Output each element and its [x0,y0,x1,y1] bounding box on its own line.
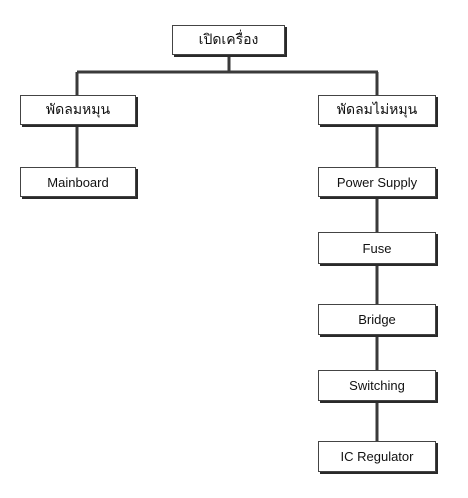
node-switching: Switching [318,370,436,401]
node-mainboard-label: Mainboard [47,174,109,190]
node-bridge-label: Bridge [358,312,396,327]
node-power-supply-label: Power Supply [336,174,418,190]
node-fan-not-spinning: พัดลมไม่หมุน [318,95,436,125]
node-ic-regulator: IC Regulator [318,441,436,472]
node-ic-regulator-label: IC Regulator [340,449,414,464]
node-mainboard: Mainboard [20,167,136,197]
node-fan-spinning-label: พัดลมหมุน [45,102,111,118]
node-power-on-label: เปิดเครื่อง [198,32,259,48]
node-switching-label: Switching [349,378,405,393]
node-fan-spinning: พัดลมหมุน [20,95,136,125]
node-fuse: Fuse [318,232,436,264]
node-power-supply: Power Supply [318,167,436,197]
node-fuse-label: Fuse [362,240,392,256]
node-fan-not-spinning-label: พัดลมไม่หมุน [336,102,418,118]
node-bridge: Bridge [318,304,436,335]
node-power-on: เปิดเครื่อง [172,25,285,55]
